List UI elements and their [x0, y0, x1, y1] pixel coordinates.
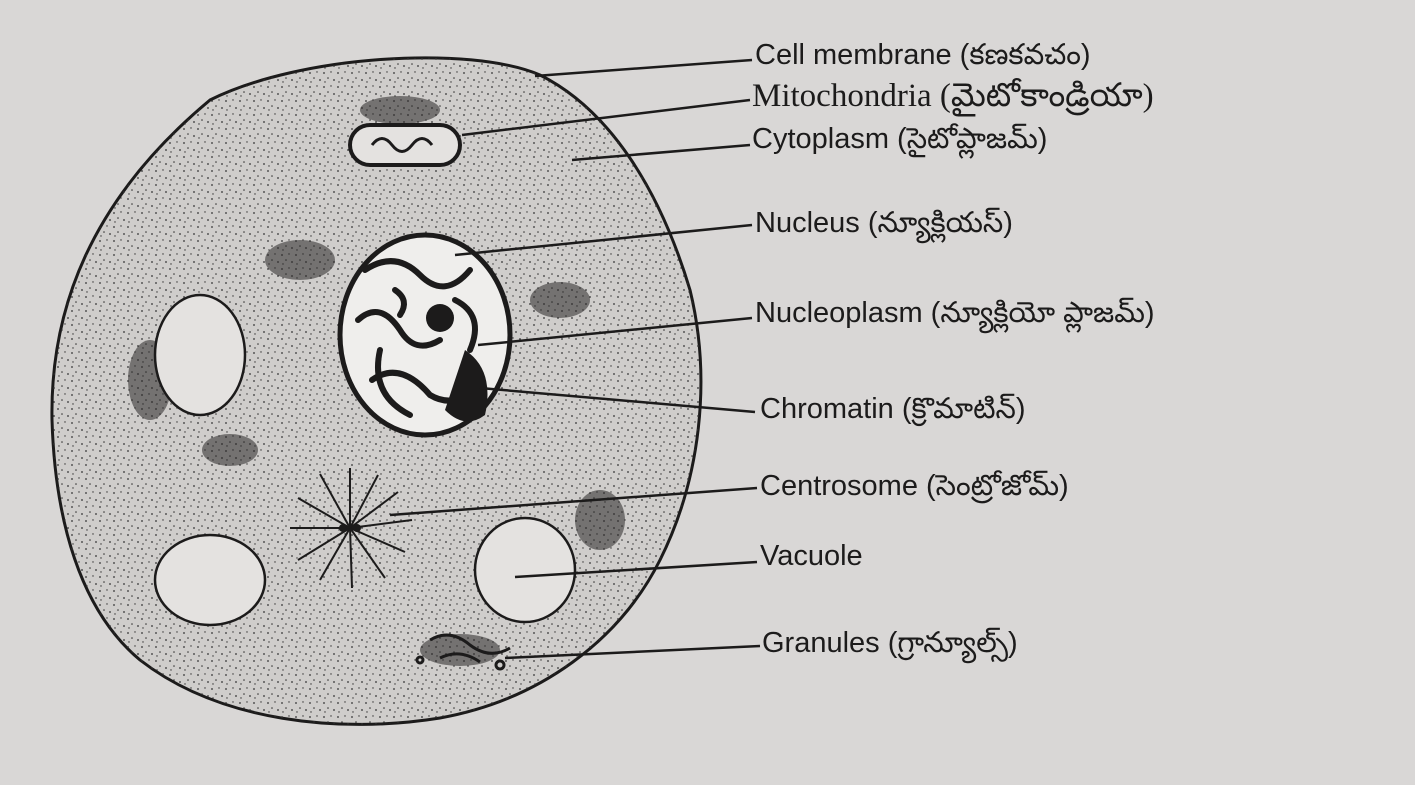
centriole-left — [339, 524, 347, 532]
label-nucleus: Nucleus (న్యూక్లియస్) — [755, 207, 1013, 244]
label-mitochondria: Mitochondria (మైటోకాండ్రియా) — [752, 77, 1154, 117]
vacuole-left-lower — [155, 535, 265, 625]
centriole-right — [353, 524, 361, 532]
nucleolus — [426, 304, 454, 332]
label-vacuole: Vacuole — [760, 540, 863, 572]
label-cell-membrane: Cell membrane (కణకవచం) — [755, 39, 1091, 71]
label-chromatin: Chromatin (క్రొమాటిన్) — [760, 393, 1026, 427]
label-centrosome: Centrosome (సెంట్రోజోమ్) — [760, 470, 1069, 504]
vacuole-left-upper — [155, 295, 245, 415]
mitochondrion-outer — [350, 125, 460, 165]
label-nucleoplasm: Nucleoplasm (న్యూక్లియో ప్లాజమ్) — [755, 297, 1155, 334]
label-cytoplasm: Cytoplasm (సైటోప్లాజమ్) — [752, 123, 1047, 159]
mitochondrion — [350, 125, 460, 165]
nucleus — [340, 235, 510, 435]
vacuole-right — [475, 518, 575, 622]
label-granules: Granules (గ్రాన్యూల్స్) — [762, 627, 1018, 664]
